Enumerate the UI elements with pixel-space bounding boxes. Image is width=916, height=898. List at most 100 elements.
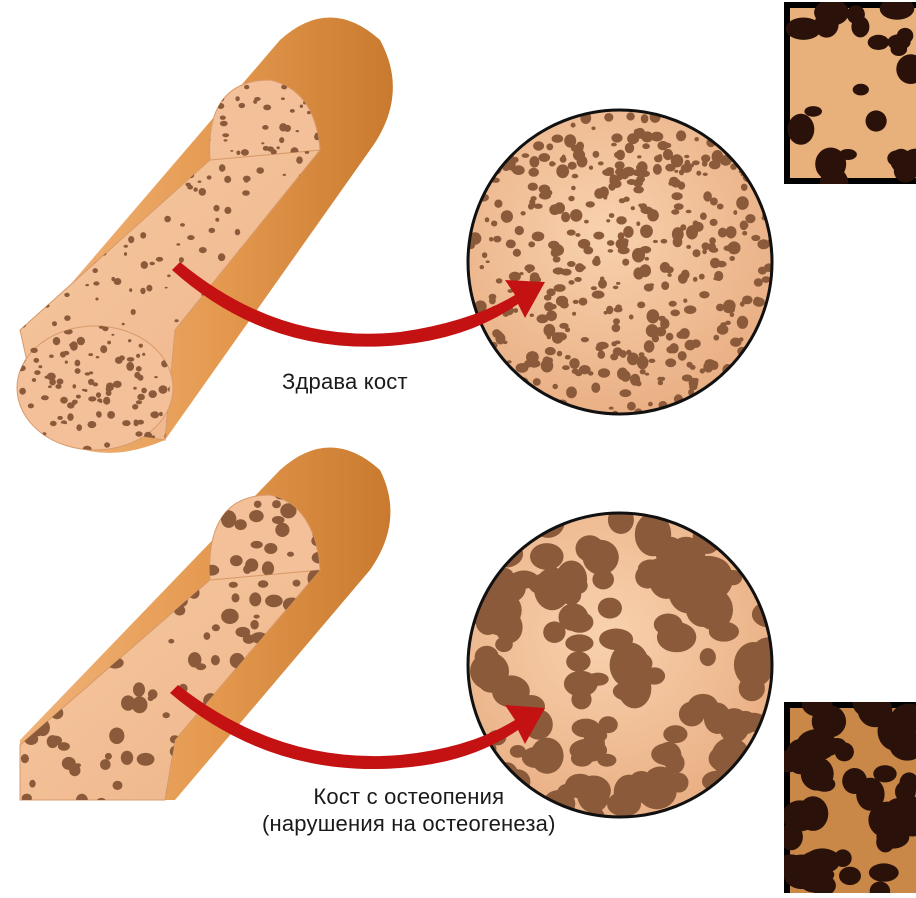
bone-pore [297,339,301,344]
bone-pore [475,646,499,668]
bone-pore [629,315,634,320]
bone-pore [164,216,171,223]
bone-pore [33,597,45,607]
healthy-bone-label: Здрава кост [282,368,408,395]
bone-pore [756,160,768,170]
bone-pore [682,407,694,418]
bone-pore [665,358,676,367]
bone-pore [85,372,91,375]
bone-pore [33,429,37,434]
bone-pore [566,652,590,672]
bone-pore [575,233,580,237]
bone-pore [211,655,220,665]
bone-pore [620,389,632,397]
bone-pore [644,340,655,352]
osteopenia-bone-thumbnail [775,687,916,893]
bone-pore [179,257,184,263]
bone-pore [482,252,487,258]
bone-pore [630,374,640,386]
bone-pore [506,240,516,249]
bone-pore [128,236,134,243]
bone-pore [663,725,687,743]
bone-pore [654,614,683,636]
bone-pore [733,404,740,409]
bone-pore [618,247,630,255]
bone-pore [266,438,273,443]
bone-pore [40,297,46,302]
bone-pore [598,598,622,619]
bone-pore [91,586,106,599]
bone-pore [553,267,565,274]
bone-pore [293,580,301,587]
bone-pore [289,438,295,441]
bone-pore [254,501,262,508]
bone-pore [661,281,669,290]
bone-pore [753,378,763,388]
bone-pore [891,43,908,56]
bone-pore [868,35,889,50]
bone-pore [638,204,642,207]
bone-pore [241,372,244,375]
bone-pore [495,333,505,345]
bone-pore [611,143,617,147]
bone-pore [549,161,555,166]
bone-pore [52,321,57,326]
bone-pore [113,156,120,162]
bone-pore [510,132,522,140]
bone-pore [48,291,56,300]
bone-pore [573,300,579,304]
bone-pore [637,302,645,309]
bone-pore [591,286,597,290]
bone-pore [40,439,45,444]
bone-pore [754,278,763,286]
bone-pore [508,159,516,168]
bone-pore [100,759,111,770]
bone-pore [77,337,85,346]
bone-pore [609,407,614,410]
bone-pore [544,302,554,312]
bone-pore [658,380,663,385]
bone-pore [67,413,73,421]
bone-pore [676,331,686,339]
bone-pore [742,111,748,116]
bone-pore [515,125,522,129]
bone-pore [637,155,641,158]
bone-pore [478,109,489,119]
bone-pore [633,267,644,279]
bone-pore [279,137,284,143]
bone-pore [560,156,567,162]
bone-pore [57,379,64,385]
bone-pore [568,196,574,202]
bone-pore [287,552,294,557]
bone-pore [586,201,595,207]
bone-pore [51,616,66,631]
bone-pore [752,601,787,627]
bone-pore [775,750,801,772]
bone-pore [137,394,145,401]
bone-pore [300,768,316,783]
bone-pore [107,341,111,345]
bone-pore [600,277,605,281]
bone-pore [19,388,26,395]
bone-pore [207,175,212,179]
bone-pore [85,284,89,286]
bone-pore [220,121,228,127]
bone-pore [551,244,564,256]
bone-pore [554,202,565,214]
bone-pore [703,361,713,373]
bone-pore [212,624,220,631]
bone-pore [561,585,582,605]
bone-pore [740,221,748,231]
bone-pore [765,112,769,115]
bone-pore [866,110,887,131]
bone-pore [27,429,31,431]
bone-pore [24,288,31,293]
bone-pore [572,312,576,316]
bone-pore [32,378,36,382]
bone-pore [614,151,624,158]
bone-pore [728,395,732,398]
bone-pore [640,246,651,253]
bone-pore [665,164,675,172]
bone-pore [729,256,735,261]
